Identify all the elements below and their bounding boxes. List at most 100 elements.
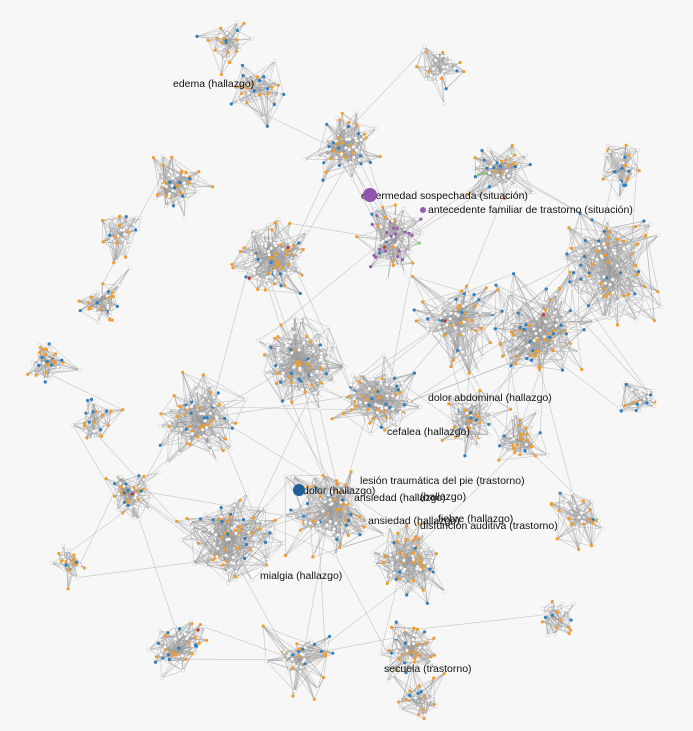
graph-edge [608, 228, 638, 275]
graph-edge [477, 174, 479, 199]
graph-edge [579, 213, 589, 306]
graph-edge [269, 254, 276, 281]
graph-edge [270, 257, 301, 294]
graph-edge [372, 399, 381, 419]
graph-edge [344, 124, 358, 146]
graph-edge [239, 251, 250, 279]
graph-edge [108, 221, 117, 262]
graph-edge [122, 229, 137, 240]
graph-edge [330, 158, 371, 163]
graph-edge [578, 257, 611, 271]
graph-edge [250, 230, 255, 271]
graph-edge [325, 139, 362, 173]
graph-edge [609, 291, 658, 319]
graph-edge [462, 311, 503, 353]
graph-edge [398, 262, 413, 266]
graph-edge [381, 378, 403, 384]
graph-edge [263, 372, 312, 376]
graph-edge [423, 50, 456, 69]
graph-edge [275, 264, 278, 281]
graph-edge [459, 299, 480, 321]
graph-edge [513, 273, 550, 356]
graph-edge [379, 249, 399, 266]
graph-edge [373, 408, 403, 419]
graph-edge [317, 111, 358, 157]
graph-edge [462, 303, 467, 353]
graph-edge [304, 141, 337, 160]
graph-edge [371, 398, 404, 415]
graph-edge [254, 256, 259, 290]
graph-edge [568, 227, 580, 259]
graph-edge [173, 395, 178, 409]
graph-edge [511, 273, 514, 327]
graph-edge [579, 212, 618, 240]
graph-edge [361, 374, 378, 413]
graph-edge [339, 128, 377, 166]
graph-edge [27, 348, 47, 375]
graph-edge [376, 215, 386, 252]
graph-edge [174, 184, 185, 217]
graph-edge [216, 418, 232, 449]
graph-edge [394, 239, 420, 244]
graph-edge [609, 235, 646, 271]
graph-edge [206, 427, 211, 451]
graph-edge [325, 156, 381, 173]
graph-edge [608, 220, 644, 229]
graph-edge [302, 316, 319, 333]
graph-edge [375, 215, 378, 258]
graph-edge [466, 285, 491, 343]
graph-edge [102, 220, 114, 263]
graph-edge [379, 399, 394, 423]
graph-edge [270, 347, 283, 377]
graph-edge [539, 329, 582, 370]
graph-edge [505, 300, 525, 354]
graph-edge [508, 145, 513, 176]
graph-edge [253, 234, 259, 260]
graph-edge [623, 248, 636, 251]
graph-edge [161, 155, 181, 183]
graph-edge [604, 292, 614, 318]
graph-edge [564, 236, 598, 259]
graph-edge [113, 230, 122, 263]
graph-edge [191, 374, 204, 403]
graph-edge [645, 235, 655, 321]
graph-edge [457, 293, 465, 316]
graph-edge [326, 124, 347, 140]
graph-edge [368, 384, 388, 406]
graph-edge [108, 221, 114, 263]
graph-edge [331, 401, 357, 420]
graph-edge [425, 51, 432, 76]
graph-edge [571, 213, 581, 249]
graph-edge [562, 333, 567, 371]
graph-edge [385, 220, 393, 240]
graph-edge [569, 272, 574, 311]
graph-edge [606, 243, 611, 285]
graph-edge [427, 293, 465, 320]
graph-edge [468, 312, 481, 374]
graph-edge [311, 373, 327, 386]
graph-edge [168, 426, 193, 435]
graph-edge [589, 269, 611, 276]
graph-edge [515, 314, 564, 339]
graph-edge [515, 338, 527, 357]
graph-edge [275, 365, 302, 382]
graph-edge [428, 60, 436, 72]
graph-edge [511, 145, 515, 156]
graph-edge [325, 163, 362, 173]
graph-edge [427, 318, 457, 356]
graph-edge [303, 342, 322, 354]
graph-edge [416, 320, 429, 330]
graph-edge [294, 316, 301, 361]
graph-edge [416, 50, 424, 67]
graph-edge [373, 407, 421, 419]
graph-edge [302, 316, 329, 328]
graph-edge [617, 224, 651, 240]
graph-edge [353, 392, 411, 402]
graph-edge [407, 233, 410, 253]
graph-edge [123, 216, 127, 231]
graph-edge [374, 209, 387, 240]
graph-edge [512, 145, 531, 165]
graph-edge [499, 169, 505, 199]
graph-edge [571, 248, 591, 276]
